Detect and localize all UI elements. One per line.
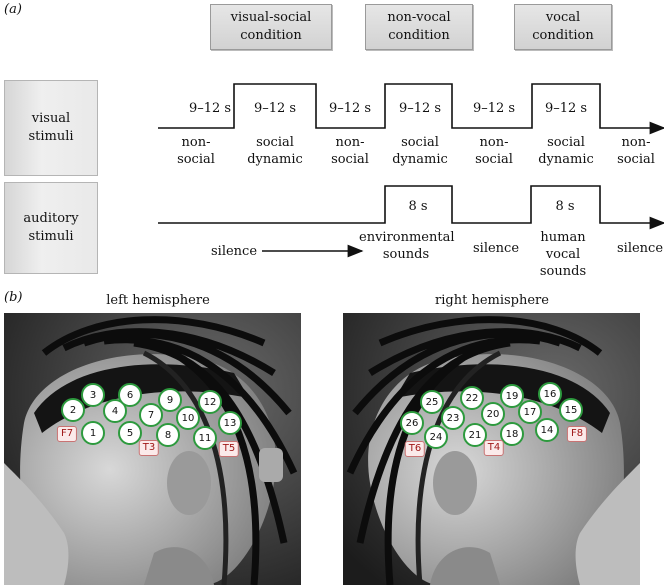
panel-a-label: (a) — [4, 2, 22, 17]
auditory-state-vocal: human vocal sounds — [539, 230, 587, 279]
electrode-17: 17 — [518, 400, 542, 424]
auditory-timeline — [158, 185, 664, 230]
visual-duration-4: 9–12 s — [398, 101, 442, 116]
visual-stimuli-label: visual stimuli — [28, 111, 74, 144]
visual-social-condition-label: visual-social condition — [230, 10, 312, 43]
electrode-5: 5 — [118, 421, 142, 445]
non-vocal-condition-label: non-vocal condition — [387, 10, 451, 43]
electrode-9: 9 — [158, 388, 182, 412]
visual-duration-3: 9–12 s — [328, 101, 372, 116]
electrode-21: 21 — [463, 423, 487, 447]
visual-duration-1: 9–12 s — [188, 101, 232, 116]
site-T3: T3 — [138, 440, 160, 456]
electrode-14: 14 — [535, 418, 559, 442]
site-T5: T5 — [218, 441, 240, 457]
electrode-6: 6 — [118, 383, 142, 407]
visual-state-5: non-social — [475, 135, 513, 167]
auditory-state-environmental: environmental sounds — [359, 230, 455, 262]
visual-state-7: non-social — [617, 135, 655, 167]
electrode-2: 2 — [61, 398, 85, 422]
timeline-diagram — [158, 83, 664, 258]
electrode-19: 19 — [500, 384, 524, 408]
vocal-condition-box: vocal condition — [514, 4, 612, 50]
electrode-26: 26 — [400, 411, 424, 435]
site-T4: T4 — [483, 440, 505, 456]
left-hemisphere-title: left hemisphere — [106, 293, 210, 308]
auditory-duration-1: 8 s — [408, 199, 428, 214]
site-F7: F7 — [56, 426, 78, 442]
electrode-16: 16 — [538, 382, 562, 406]
visual-timeline — [158, 83, 664, 135]
visual-duration-2: 9–12 s — [253, 101, 297, 116]
auditory-stimuli-box: auditory stimuli — [4, 182, 98, 274]
visual-state-2: social dynamic — [247, 135, 303, 167]
visual-stimuli-box: visual stimuli — [4, 80, 98, 176]
electrode-7: 7 — [139, 403, 163, 427]
electrode-3: 3 — [81, 383, 105, 407]
electrode-13: 13 — [218, 411, 242, 435]
electrode-12: 12 — [198, 390, 222, 414]
auditory-state-silence-1: silence — [210, 244, 258, 259]
electrode-11: 11 — [193, 426, 217, 450]
visual-state-4: social dynamic — [392, 135, 448, 167]
visual-social-condition-box: visual-social condition — [210, 4, 332, 50]
auditory-state-silence-2: silence — [472, 241, 520, 256]
electrode-1: 1 — [81, 421, 105, 445]
electrode-8: 8 — [156, 423, 180, 447]
electrode-20: 20 — [481, 402, 505, 426]
visual-state-1: non-social — [177, 135, 215, 167]
site-F8: F8 — [566, 426, 588, 442]
auditory-state-silence-3: silence — [616, 241, 664, 256]
panel-b-label: (b) — [4, 290, 23, 305]
site-T6: T6 — [404, 441, 426, 457]
right-hemisphere-title: right hemisphere — [435, 293, 549, 308]
visual-state-3: non-social — [331, 135, 369, 167]
electrode-23: 23 — [441, 406, 465, 430]
electrode-22: 22 — [460, 386, 484, 410]
visual-duration-5: 9–12 s — [472, 101, 516, 116]
visual-duration-6: 9–12 s — [544, 101, 588, 116]
visual-state-6: social dynamic — [538, 135, 594, 167]
electrode-25: 25 — [420, 390, 444, 414]
electrode-15: 15 — [559, 398, 583, 422]
electrode-10: 10 — [176, 406, 200, 430]
vocal-condition-label: vocal condition — [532, 10, 594, 43]
non-vocal-condition-box: non-vocal condition — [365, 4, 473, 50]
electrode-24: 24 — [424, 425, 448, 449]
auditory-stimuli-label: auditory stimuli — [23, 211, 79, 244]
auditory-duration-2: 8 s — [555, 199, 575, 214]
electrode-18: 18 — [500, 422, 524, 446]
